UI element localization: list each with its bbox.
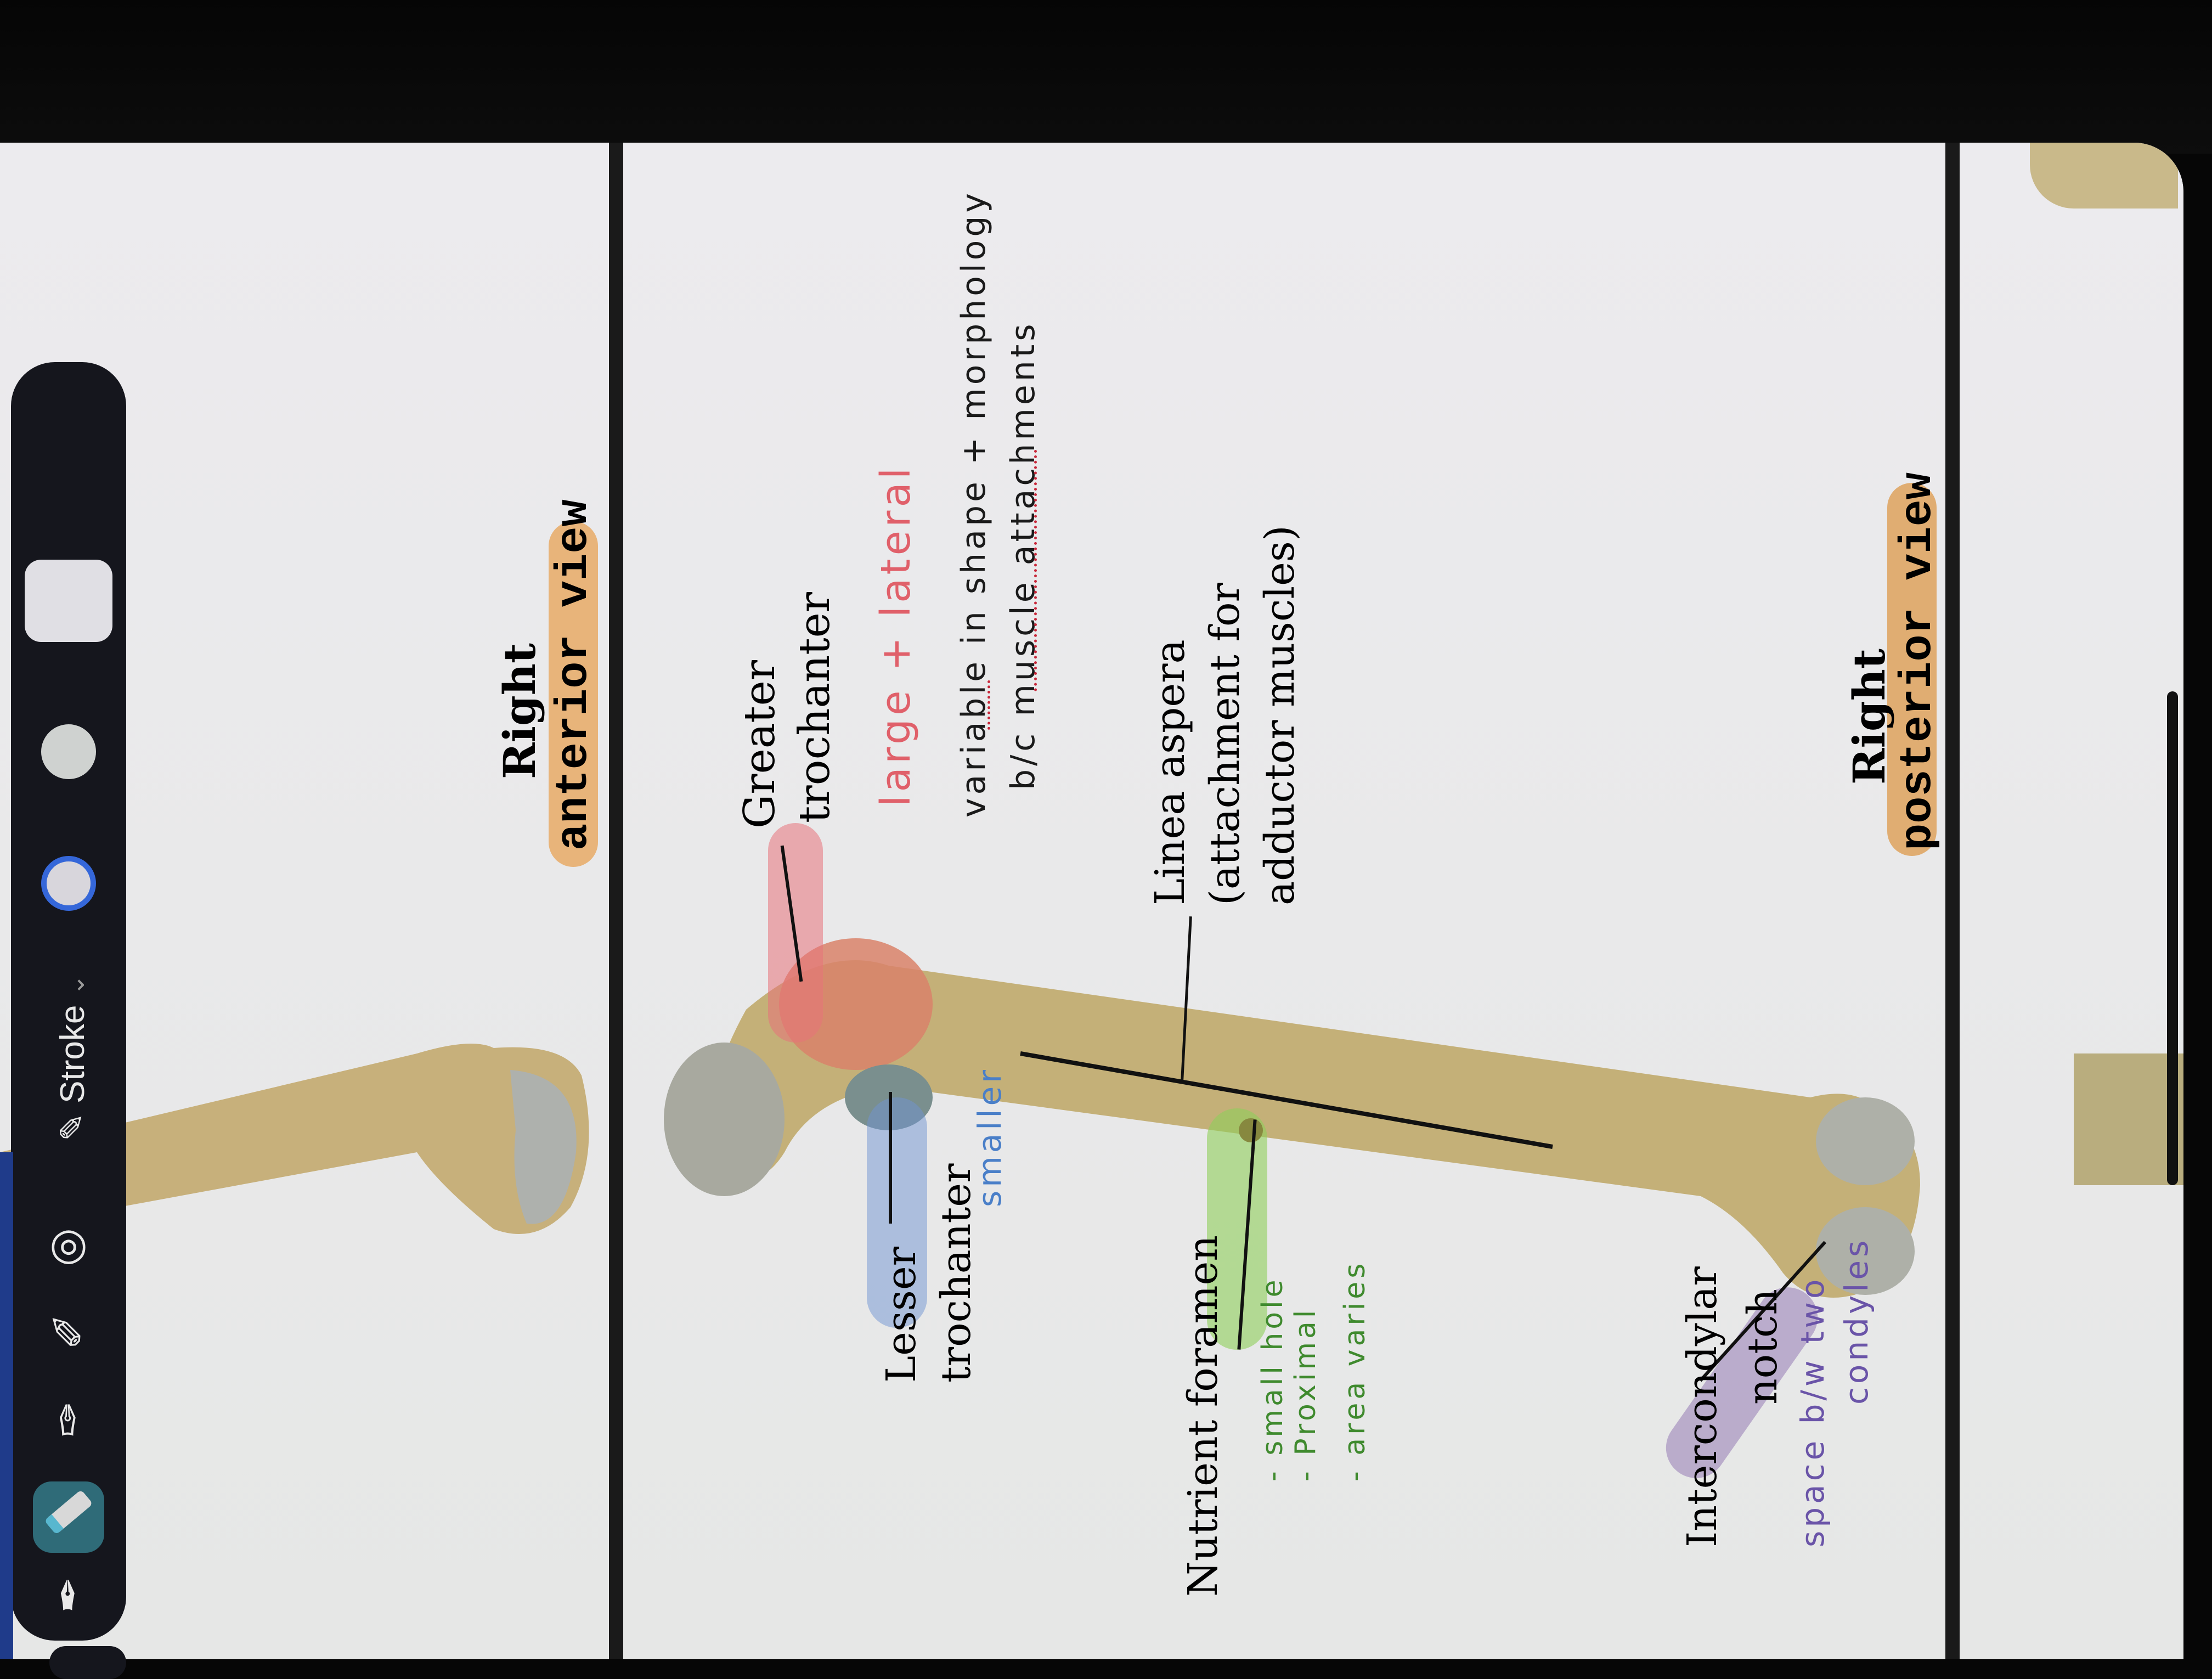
intercondylar-notch-label-1: Intercondylar [1679, 1266, 1726, 1547]
anterior-caption-line1: Right [494, 643, 545, 779]
intercondylar-notch-label-2: notch [1739, 1288, 1786, 1405]
fountain-pen-icon: ✒ [44, 1576, 93, 1614]
color-swatch-selected[interactable] [41, 856, 96, 911]
lesser-trochanter-highlight [867, 1097, 927, 1328]
stroke-dropdown[interactable]: ✎ Stroke ⌄ [52, 974, 92, 1141]
lasso-tool-button[interactable]: ◎ [49, 1218, 88, 1269]
highlighter-tool-button[interactable]: ✐ [44, 1306, 93, 1357]
fountain-pen-tool-button[interactable]: ✒ [44, 1569, 93, 1620]
pen-tool-button[interactable]: ✑ [44, 1394, 93, 1445]
shape-underline [988, 680, 990, 730]
posterior-caption-line1: Right [1843, 649, 1895, 785]
posterior-caption-line2: posterior view [1893, 472, 1944, 850]
eraser-tool-button[interactable] [33, 1481, 104, 1553]
secondary-toolbar[interactable] [49, 1646, 126, 1679]
lesser-trochanter-label-1: Lesser [878, 1246, 925, 1383]
intercondylar-note-2: condyles [1838, 1237, 1875, 1405]
page-divider [609, 143, 623, 1659]
next-page-bone-fragment [2030, 143, 2178, 209]
linea-aspera-label-1: Linea aspera [1147, 639, 1194, 905]
attachments-underline [1034, 450, 1037, 691]
device-bezel [0, 0, 2212, 154]
sidebar-edge [0, 1152, 13, 1659]
nutrient-foramen-highlight [1207, 1108, 1267, 1350]
posterior-caption-highlight [1887, 483, 1937, 856]
nutrient-note-1: - small hole [1256, 1276, 1289, 1481]
intercondylar-note-1: space b/w two [1794, 1276, 1831, 1547]
color-swatch-gray[interactable] [41, 724, 96, 779]
pen-icon: ✑ [44, 1400, 93, 1438]
ipad-screen: Right anterior view Greater trochanter l… [0, 143, 2183, 1659]
anterior-caption-line2: anterior view [549, 499, 600, 850]
nutrient-note-2: - Proximal [1289, 1306, 1322, 1481]
lesser-trochanter-note: smaller [971, 1066, 1008, 1207]
eraser-icon [44, 1489, 93, 1535]
home-indicator[interactable] [2167, 691, 2178, 1185]
nutrient-note-3: - area varies [1339, 1260, 1372, 1481]
stroke-label: Stroke [54, 1005, 92, 1103]
page-divider [1945, 143, 1960, 1659]
next-page-bone-shaft [2074, 1053, 2183, 1185]
anterior-caption-highlight [549, 521, 598, 867]
color-swatch-light-pink[interactable] [25, 560, 112, 642]
lesser-trochanter-leader [889, 1092, 892, 1224]
linea-aspera-label-3: adductor muscles) [1256, 525, 1304, 905]
greater-trochanter-label-1: Greater [735, 660, 785, 829]
highlighter-icon: ✐ [44, 1312, 93, 1350]
drawing-toolbar: ✎ Stroke ⌄ ◎ ✐ ✑ ✒ [11, 362, 126, 1641]
nutrient-foramen-label: Nutrient foramen [1180, 1235, 1227, 1597]
lasso-icon: ◎ [49, 1219, 88, 1268]
femur-anterior-image [0, 1044, 589, 1234]
femur-posterior-image [664, 938, 1920, 1298]
stroke-icon: ✎ [54, 1103, 92, 1141]
greater-trochanter-label-2: trochanter [790, 591, 839, 823]
page-next[interactable] [1960, 143, 2183, 1659]
chevron-down-icon: ⌄ [61, 974, 89, 996]
linea-aspera-label-2: (attachment for [1201, 583, 1249, 905]
greater-trochanter-note: large + lateral [872, 464, 919, 807]
